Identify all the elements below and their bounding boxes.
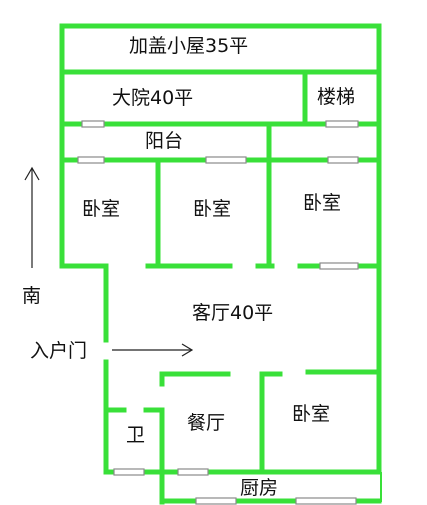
label-bedroom-2: 卧室 xyxy=(193,198,232,220)
window-balcony-c xyxy=(327,156,359,164)
windows xyxy=(77,120,382,505)
window-balcony-b xyxy=(205,156,247,164)
window-balcony-a xyxy=(77,156,105,164)
label-entrance: 入户门 xyxy=(30,340,88,362)
window-bedroom-3-bottom xyxy=(319,262,359,270)
window-kitchen-left xyxy=(195,497,237,505)
label-courtyard: 大院40平 xyxy=(112,87,194,109)
label-dining-room: 餐厅 xyxy=(187,412,226,434)
label-balcony: 阳台 xyxy=(145,130,184,152)
label-bedroom-4: 卧室 xyxy=(292,403,331,425)
window-courtyard-right xyxy=(325,120,359,128)
label-south: 南 xyxy=(22,285,42,307)
window-courtyard-left xyxy=(81,120,105,128)
arrow-up-icon xyxy=(24,166,40,268)
label-bathroom: 卫 xyxy=(126,424,146,446)
label-bedroom-3: 卧室 xyxy=(303,192,342,214)
arrows xyxy=(24,166,194,357)
arrow-right-icon xyxy=(112,343,194,357)
window-kitchen-right xyxy=(295,497,357,505)
label-roof-room: 加盖小屋35平 xyxy=(129,35,249,57)
label-living-room: 客厅40平 xyxy=(192,302,274,324)
label-stairs: 楼梯 xyxy=(317,86,356,108)
window-dining-bottom xyxy=(177,468,209,476)
label-kitchen: 厨房 xyxy=(240,477,279,499)
wall-roof-room xyxy=(59,23,382,75)
label-bedroom-1: 卧室 xyxy=(82,198,121,220)
window-bath-bottom xyxy=(113,468,145,476)
